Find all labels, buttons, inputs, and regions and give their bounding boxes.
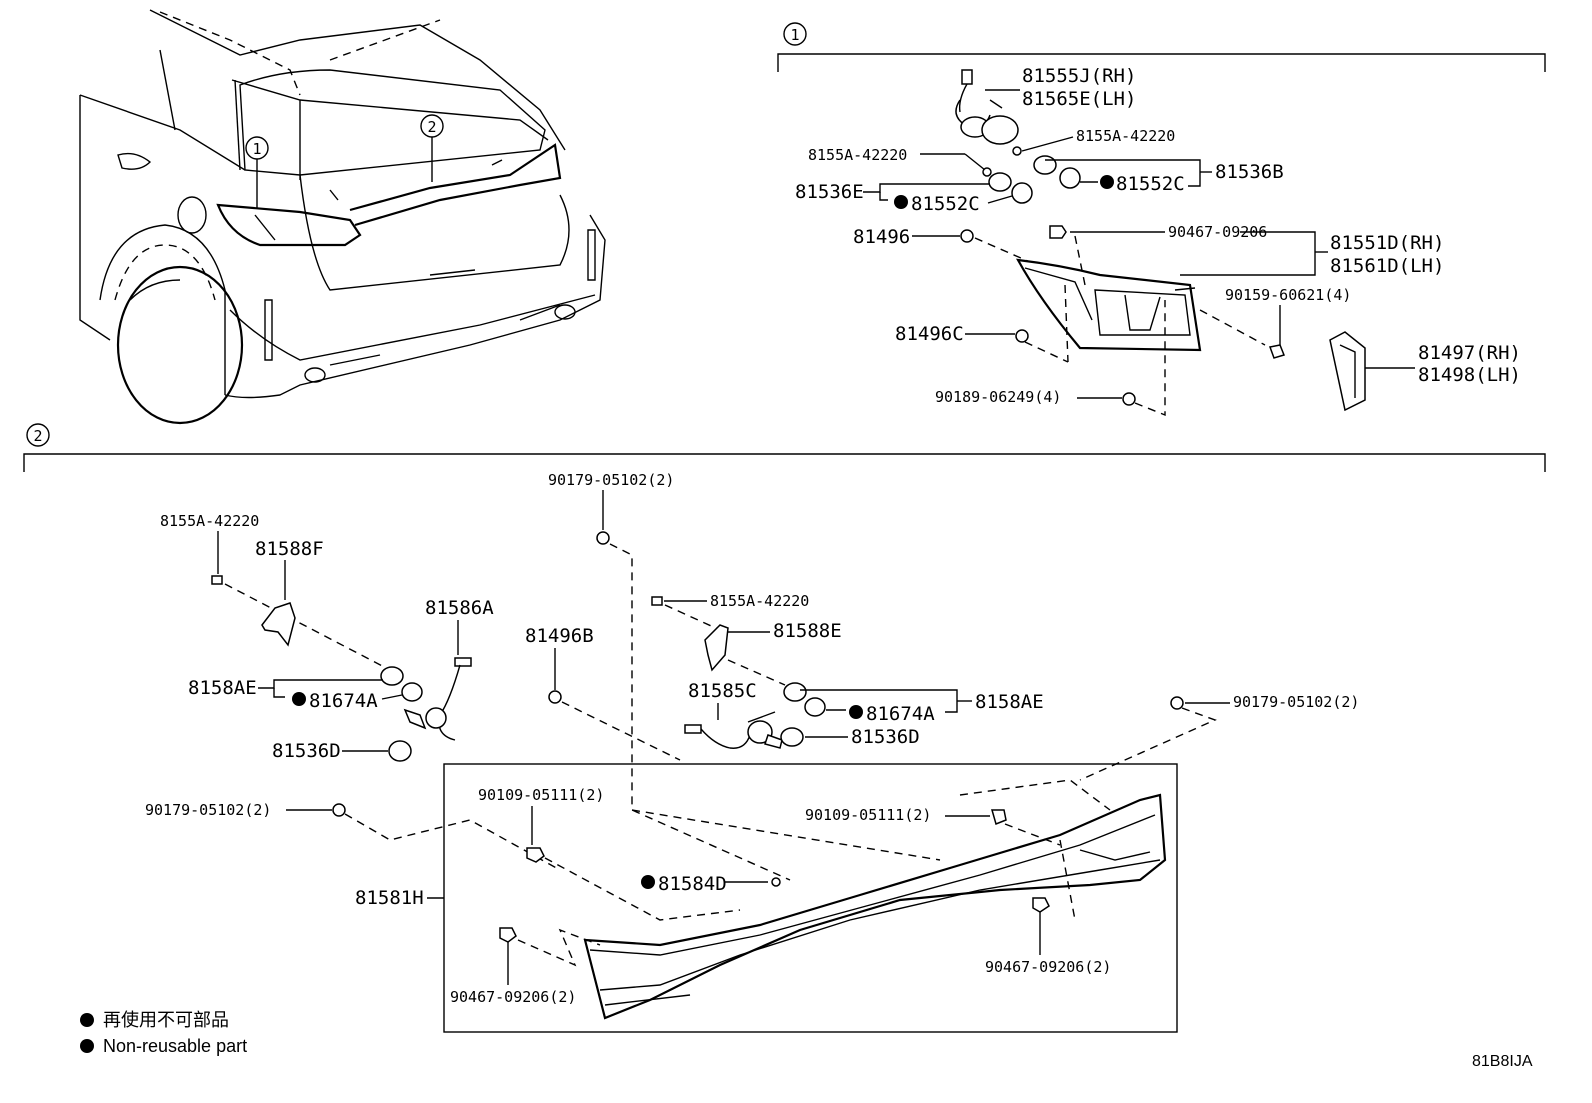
label-81674A-left: 81674A — [309, 690, 378, 712]
legend-english: Non-reusable part — [103, 1036, 247, 1056]
connector-icon — [454, 657, 472, 667]
non-reusable-mark-icon — [1100, 175, 1114, 189]
label-90189-06249: 90189-06249(4) — [935, 388, 1061, 406]
label-81551D: 81551D(RH) — [1330, 232, 1444, 254]
non-reusable-mark-icon — [894, 195, 908, 209]
section-1-number: 1 — [790, 26, 799, 44]
connector-icon — [961, 69, 973, 85]
label-81552C-right: 81552C — [1116, 173, 1185, 195]
section-2-parts: 90179-05102(2) 8155A-42220 81588F 81586A… — [145, 471, 1359, 1033]
label-81586A: 81586A — [425, 597, 494, 619]
callout-2-number: 2 — [427, 118, 436, 136]
non-reusable-mark-icon — [849, 705, 863, 719]
label-81497: 81497(RH) — [1418, 342, 1521, 364]
legend: 再使用不可部品 Non-reusable part — [80, 1010, 247, 1056]
label-81536E: 81536E — [795, 181, 864, 203]
label-90109-05111-left: 90109-05111(2) — [478, 786, 604, 804]
legend-japanese: 再使用不可部品 — [103, 1010, 229, 1030]
non-reusable-mark-icon — [80, 1013, 94, 1027]
label-81498: 81498(LH) — [1418, 364, 1521, 386]
label-8155A-42220-lower-left: 8155A-42220 — [160, 512, 259, 530]
label-81536D-right: 81536D — [851, 726, 920, 748]
label-81555J: 81555J(RH) — [1022, 65, 1136, 87]
label-81536D-left: 81536D — [272, 740, 341, 762]
label-81536B: 81536B — [1215, 161, 1284, 183]
label-81588E: 81588E — [773, 620, 842, 642]
section-2-header: 2 — [23, 423, 1546, 472]
label-81585C: 81585C — [688, 680, 757, 702]
non-reusable-mark-icon — [80, 1039, 94, 1053]
label-8158AE-right: 8158AE — [975, 691, 1044, 713]
label-81584D: 81584D — [658, 873, 727, 895]
section-1-parts: 81555J(RH) 81565E(LH) 8155A-42220 8155A-… — [795, 65, 1521, 417]
vehicle-illustration: 1 2 — [79, 9, 606, 425]
label-81561D: 81561D(LH) — [1330, 255, 1444, 277]
label-90467-09206-upper: 90467-09206 — [1168, 223, 1267, 241]
label-81496B: 81496B — [525, 625, 594, 647]
label-8155A-42220-upper-left: 8155A-42220 — [808, 146, 907, 164]
connector-icon — [684, 724, 702, 734]
label-81674A-right: 81674A — [866, 703, 935, 725]
section-2-number: 2 — [33, 427, 42, 445]
label-81496: 81496 — [853, 226, 910, 248]
label-90179-05102-left: 90179-05102(2) — [145, 801, 271, 819]
label-90109-05111-right: 90109-05111(2) — [805, 806, 931, 824]
label-81565E: 81565E(LH) — [1022, 88, 1136, 110]
diagram-code: 81B8IJA — [1472, 1053, 1533, 1070]
label-90159-60621: 90159-60621(4) — [1225, 286, 1351, 304]
label-81588F: 81588F — [255, 538, 324, 560]
label-90467-09206-lower-right: 90467-09206(2) — [985, 958, 1111, 976]
label-81581H: 81581H — [355, 887, 424, 909]
label-90179-05102-right: 90179-05102(2) — [1233, 693, 1359, 711]
callout-1-number: 1 — [252, 140, 261, 158]
section-1-header: 1 — [777, 22, 1546, 72]
non-reusable-mark-icon — [641, 875, 655, 889]
label-81552C-left: 81552C — [911, 193, 980, 215]
label-81496C: 81496C — [895, 323, 964, 345]
label-8158AE-left: 8158AE — [188, 677, 257, 699]
label-90179-05102-top: 90179-05102(2) — [548, 471, 674, 489]
label-8155A-42220-lower-right: 8155A-42220 — [710, 592, 809, 610]
label-90467-09206-lower-left: 90467-09206(2) — [450, 988, 576, 1006]
section-2-marker — [26, 423, 50, 447]
non-reusable-mark-icon — [292, 692, 306, 706]
section-1-marker — [783, 22, 807, 46]
label-8155A-42220-upper-right: 8155A-42220 — [1076, 127, 1175, 145]
